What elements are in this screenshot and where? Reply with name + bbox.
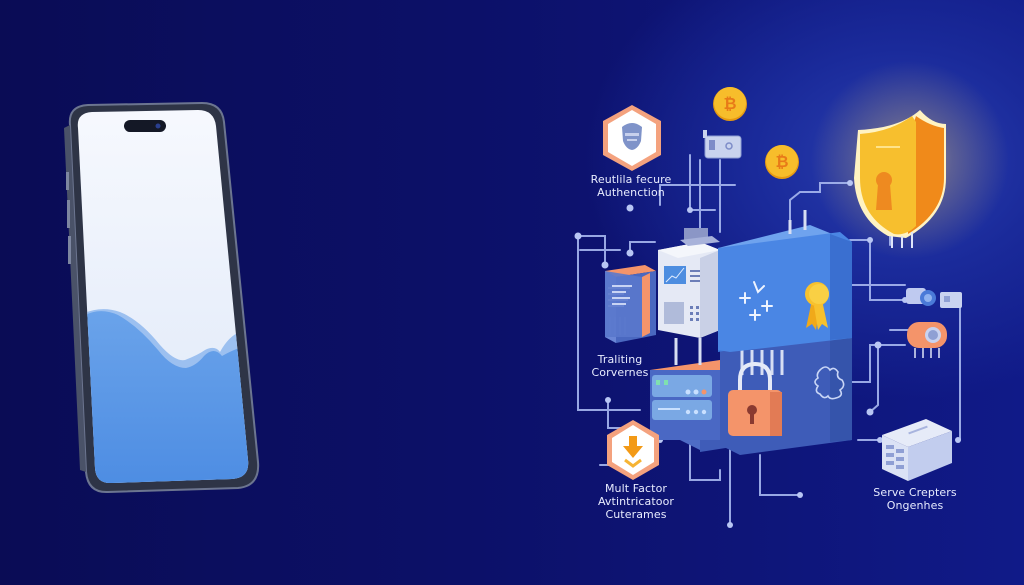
phone-notch xyxy=(124,120,166,132)
usb-connector-icon xyxy=(703,130,742,159)
award-ribbon-icon xyxy=(805,282,829,330)
arrow-down-icon xyxy=(623,436,643,468)
shield-keyhole-icon xyxy=(854,110,946,248)
label-line: Cuterames xyxy=(605,508,667,521)
padlock-icon xyxy=(728,361,782,436)
sensor-device xyxy=(907,322,947,358)
reusable-secure-auth-label: Reutlila fecure Authenction xyxy=(570,173,692,199)
svg-text:₿: ₿ xyxy=(723,94,736,113)
label-line: Traliting xyxy=(597,353,643,366)
bitcoin-coin-icon: ₿ xyxy=(713,87,747,121)
traffic-label: Traliting Corvernes xyxy=(565,353,675,379)
label-line: Mult Factor xyxy=(604,482,668,495)
server-rack xyxy=(882,419,952,481)
mfa-label: Mult Factor Avtintricatoor Cuterames xyxy=(578,482,694,521)
bitcoin-coin-icon: ₿ xyxy=(765,145,799,179)
label-line: Authenction xyxy=(597,186,665,199)
face-id-icon xyxy=(622,123,642,150)
label-line: Corvernes xyxy=(591,366,649,379)
label-line: Reutlila fecure xyxy=(590,173,672,186)
label-line: Avtintricatoor xyxy=(597,495,675,508)
network-module xyxy=(906,288,962,308)
central-server-stack xyxy=(650,210,852,455)
face-id-badge xyxy=(603,105,661,171)
puzzle-icon xyxy=(814,366,845,400)
label-line: Ongenhes xyxy=(886,499,944,512)
storage-server xyxy=(605,265,656,343)
download-badge xyxy=(607,420,659,480)
label-line: Serve Crepters xyxy=(873,486,957,499)
svg-text:₿: ₿ xyxy=(775,152,788,171)
server-label: Serve Crepters Ongenhes xyxy=(855,486,975,512)
